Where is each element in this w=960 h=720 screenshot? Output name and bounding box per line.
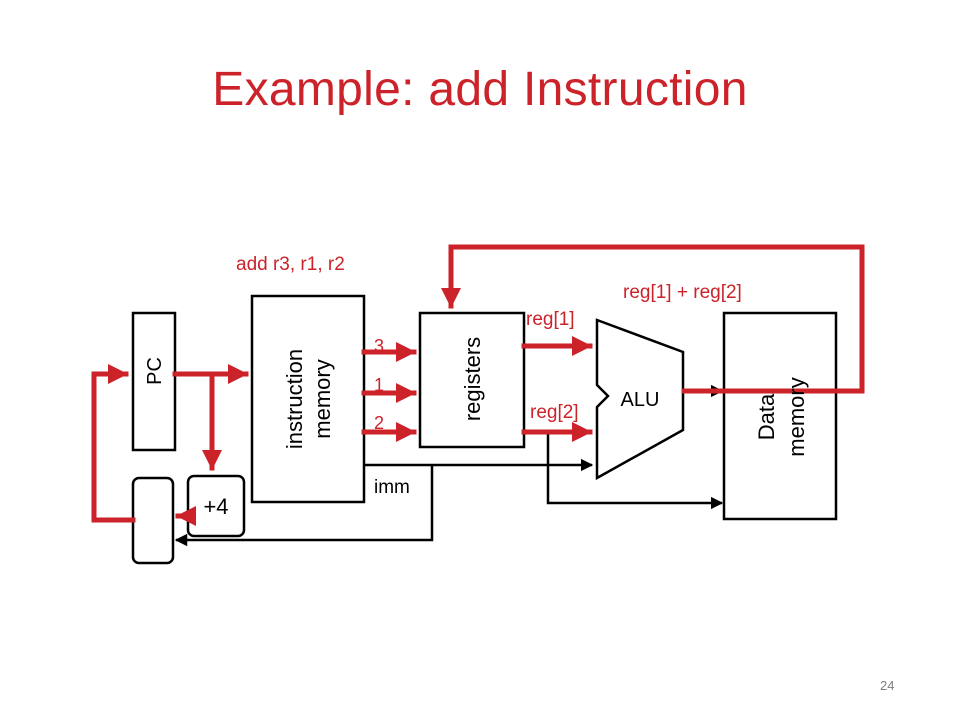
component-labels: PC instruction memory registers ALU Data…: [144, 337, 809, 519]
data-memory-box: [722, 311, 838, 521]
red-wire-mux-to-pc: [91, 364, 136, 523]
reg2-label: reg[2]: [530, 402, 579, 423]
field-rd-label: 3: [374, 336, 384, 356]
alu-shape: [595, 318, 685, 481]
field-rs2-label: 2: [374, 413, 384, 433]
components: [131, 294, 838, 565]
alu-label: ALU: [621, 389, 660, 411]
instruction-text: add r3, r1, r2: [236, 254, 345, 275]
instruction-memory-label-line2: memory: [310, 359, 335, 438]
field-rs1-label: 1: [374, 375, 384, 395]
imm-label: imm: [374, 477, 410, 498]
reg1-label: reg[1]: [526, 309, 575, 330]
instruction-memory-label-line1: instruction: [282, 349, 307, 449]
sum-label: reg[1] + reg[2]: [623, 282, 742, 303]
red-wire-alu-result: [441, 244, 865, 394]
registers-label: registers: [460, 337, 485, 421]
adder-label: +4: [203, 494, 228, 519]
red-annotations: add r3, r1, r2 reg[1] + reg[2] reg[1] re…: [236, 254, 742, 433]
slide-title: Example: add Instruction: [212, 63, 748, 116]
instruction-memory-box: [250, 294, 366, 504]
pc-mux-box: [131, 476, 175, 565]
data-memory-label-line1: Data: [754, 393, 779, 440]
wire-imm-branch: [174, 465, 434, 547]
pc-label: PC: [144, 357, 166, 385]
red-path: [91, 244, 865, 526]
wire-reg2-to-dmem: [546, 432, 724, 510]
data-memory-label-line2: memory: [784, 377, 809, 456]
registers-box: [418, 311, 526, 449]
pc-box: [131, 311, 177, 452]
page-number: 24: [880, 678, 895, 693]
